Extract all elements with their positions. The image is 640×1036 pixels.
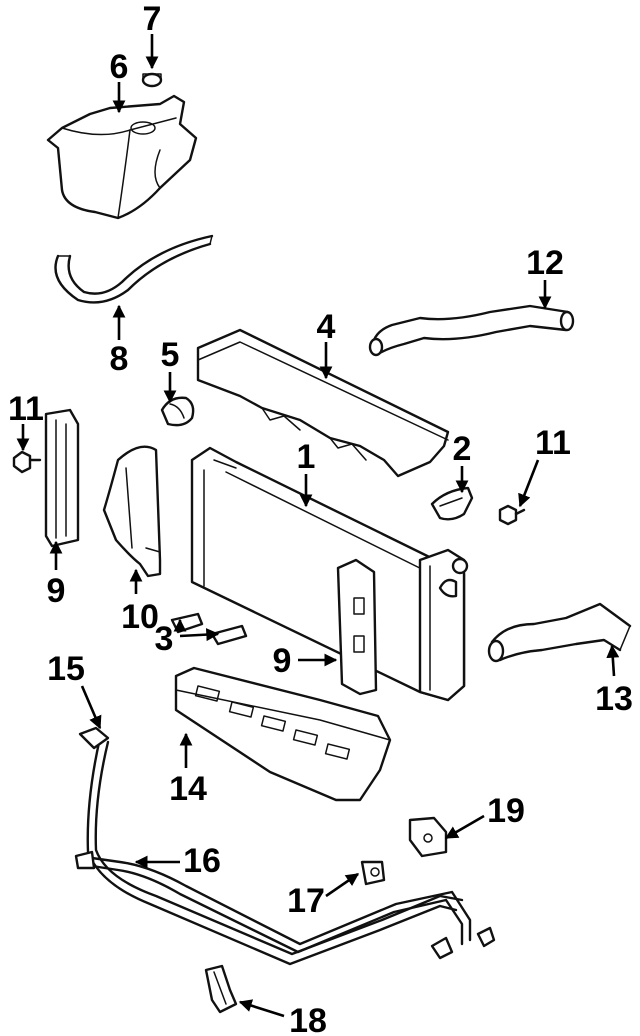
part-12-upper-hose — [368, 304, 575, 357]
callout-16: 16 — [183, 842, 221, 880]
part-2-insulator — [430, 486, 474, 521]
part-15-16-oil-cooler-lines — [74, 726, 496, 966]
callout-3: 3 — [155, 620, 174, 658]
part-9-side-seal-left — [44, 408, 80, 548]
part-10-side-baffle — [102, 445, 162, 578]
part-19-bracket — [408, 816, 448, 858]
part-14-lower-deflector — [174, 666, 392, 802]
callout-13: 13 — [595, 680, 633, 718]
callout-8: 8 — [110, 340, 129, 378]
part-5-clip — [160, 396, 195, 427]
callout-11-left: 11 — [8, 390, 44, 428]
part-3-lower-insulators — [170, 612, 248, 646]
part-6-coolant-reservoir — [46, 94, 198, 220]
part-11-bolt-left — [12, 450, 42, 474]
part-4-upper-baffle — [196, 328, 450, 478]
callout-5: 5 — [161, 336, 180, 374]
callout-15: 15 — [47, 650, 85, 688]
part-8-overflow-hose — [54, 234, 214, 304]
callout-11-right: 11 — [535, 424, 571, 462]
leader-lines — [16, 34, 620, 1018]
part-11-bolt-right — [498, 504, 526, 526]
callout-9-left: 9 — [47, 572, 66, 610]
callout-17: 17 — [287, 882, 325, 920]
callout-6: 6 — [110, 48, 129, 86]
part-13-lower-hose — [487, 602, 632, 663]
callout-18: 18 — [289, 1002, 327, 1036]
callout-4: 4 — [317, 308, 336, 346]
callout-19: 19 — [487, 792, 525, 830]
callout-9-right: 9 — [273, 642, 292, 680]
part-1-radiator — [190, 446, 469, 702]
callout-14: 14 — [169, 770, 207, 808]
callout-12: 12 — [526, 244, 564, 282]
part-18-bracket — [204, 964, 238, 1014]
callout-7: 7 — [143, 0, 162, 38]
part-17-clip — [360, 860, 386, 886]
part-9-side-seal-right — [336, 558, 378, 696]
callout-1: 1 — [297, 438, 316, 476]
callout-labels: 7 6 8 5 4 12 1 2 11 11 9 10 3 9 13 14 15… — [8, 0, 633, 1036]
callout-10: 10 — [121, 598, 159, 636]
callout-2: 2 — [453, 430, 472, 468]
part-7-reservoir-cap — [141, 72, 163, 88]
